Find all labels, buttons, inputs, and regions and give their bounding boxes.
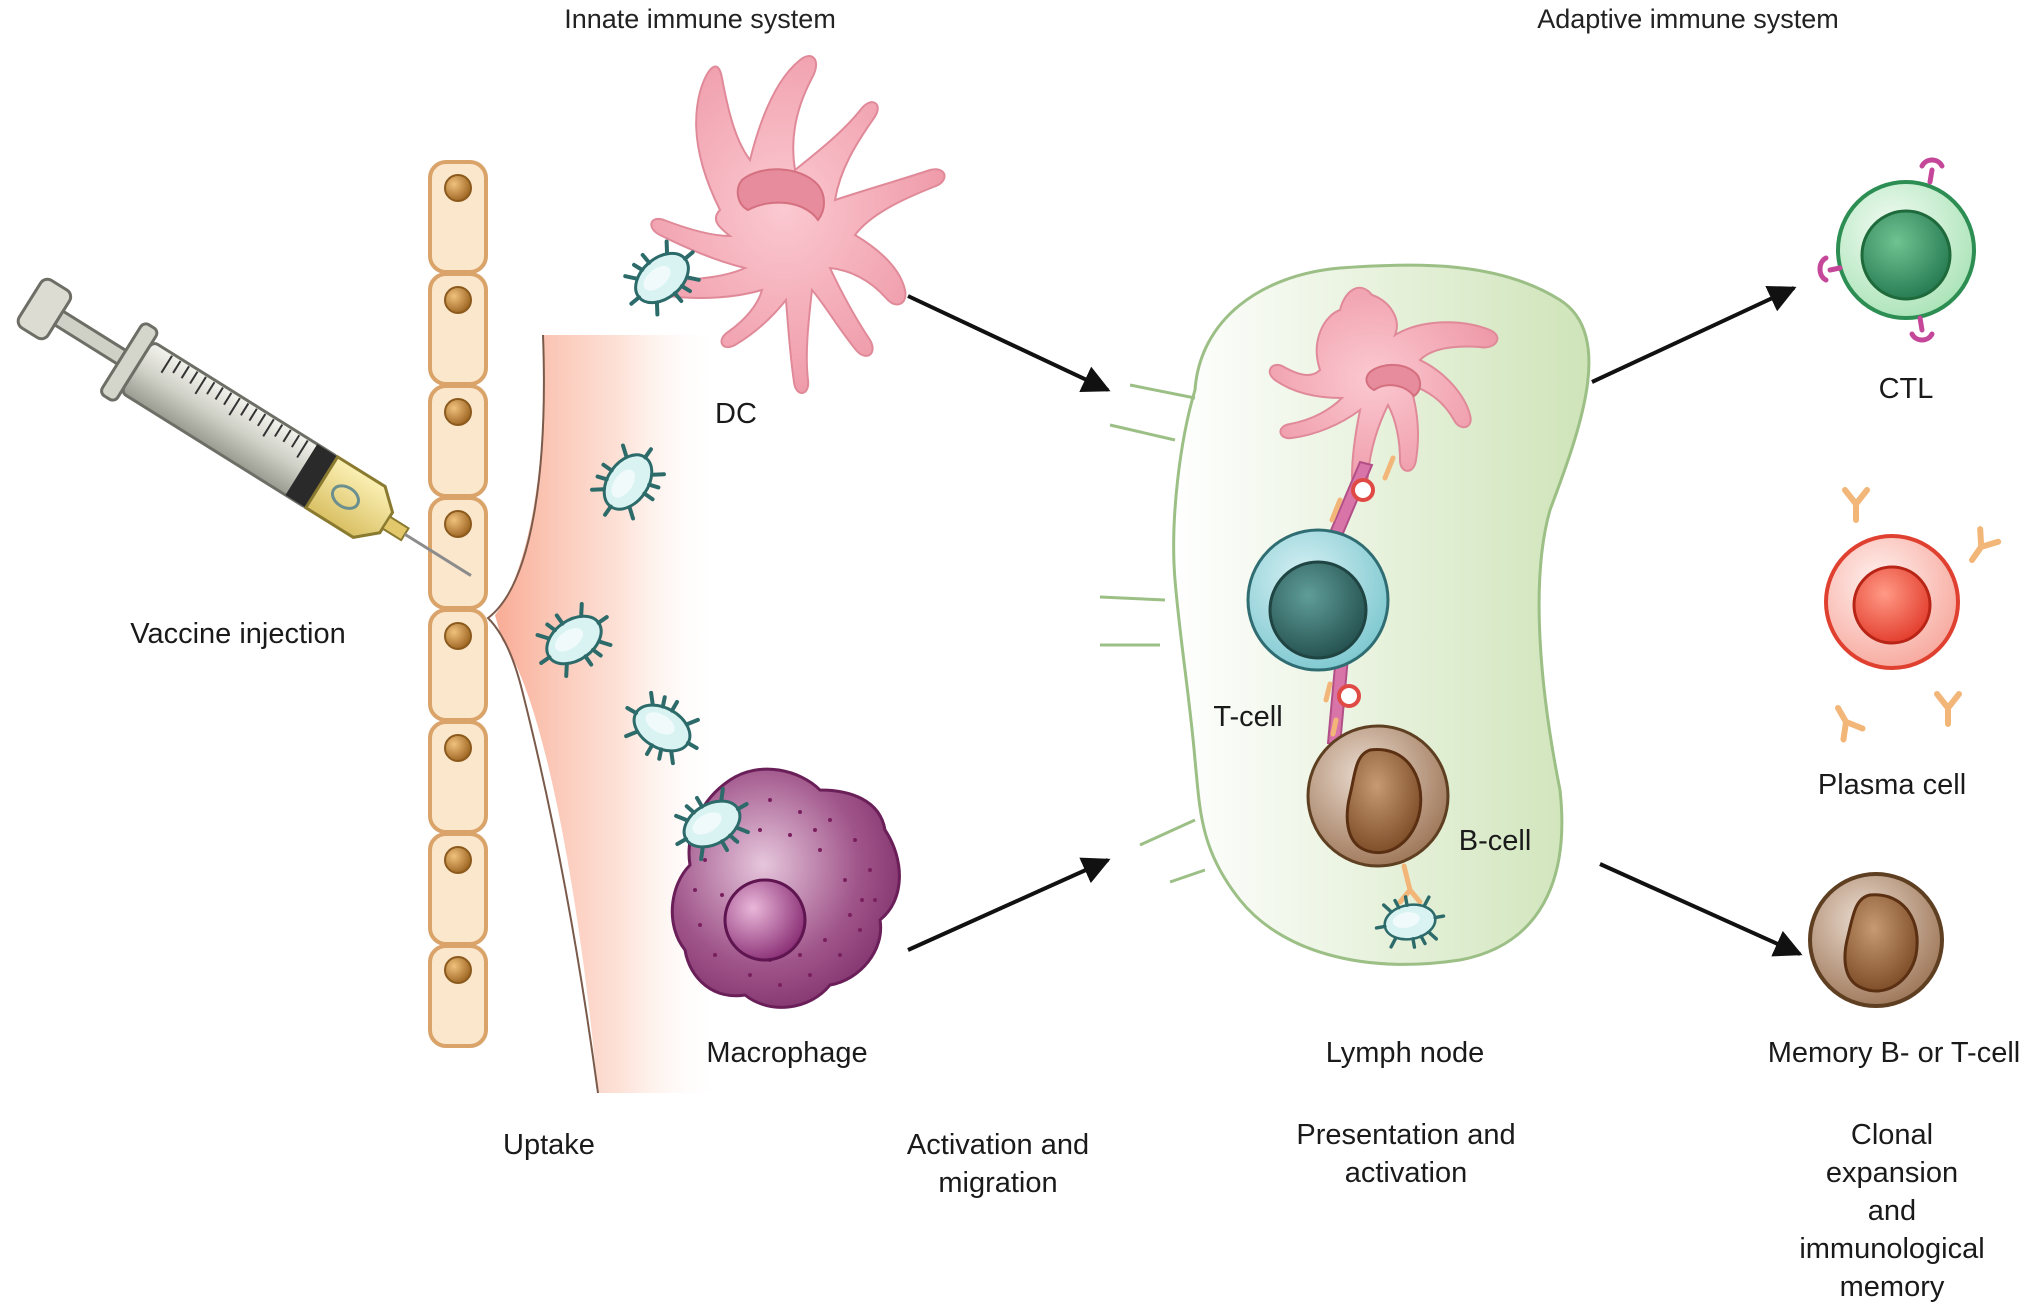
lymph-node-label: Lymph node [1325,1037,1485,1069]
tissue-gradient [495,335,720,1093]
arrow-dc-to-node [907,294,1111,392]
t-cell [1246,528,1390,672]
flow-arrows [907,285,1803,957]
ctl-label: CTL [1878,373,1934,405]
macrophage-label: Macrophage [706,1037,868,1069]
arrow-node-to-memory [1599,862,1803,957]
plasma-cell-label: Plasma cell [1817,769,1967,801]
syringe-icon [16,277,472,577]
memory-cell [1808,872,1944,1008]
vaccine-immune-response-diagram [16,55,2038,1094]
plasma-cell [1824,534,1960,670]
ctl-cell [1817,157,1976,343]
innate-immune-system-header: Innate immune system [564,4,836,34]
epithelial-cell-layer [428,160,488,1048]
arrow-node-to-ctl [1591,285,1797,384]
dendritic-cell-in-node [1268,286,1499,489]
dc-label: DC [715,398,757,430]
b-cell [1306,724,1450,868]
stage-activation-label: Activation and migration [906,1129,1090,1199]
arrow-macrophage-to-node [907,857,1111,952]
adaptive-immune-system-header: Adaptive immune system [1537,4,1839,34]
stage-uptake-label: Uptake [503,1129,595,1161]
vaccine-injection-label: Vaccine injection [130,618,346,650]
stage-clonal-label: Clonal expansion and immunological memor… [1799,1119,1985,1303]
memory-cell-label: Memory B- or T-cell [1767,1037,2021,1069]
t-cell-label: T-cell [1213,701,1283,733]
stage-presentation-label: Presentation and activation [1296,1119,1516,1189]
b-cell-label: B-cell [1458,825,1532,857]
tissue-boundary-line [486,334,599,1094]
